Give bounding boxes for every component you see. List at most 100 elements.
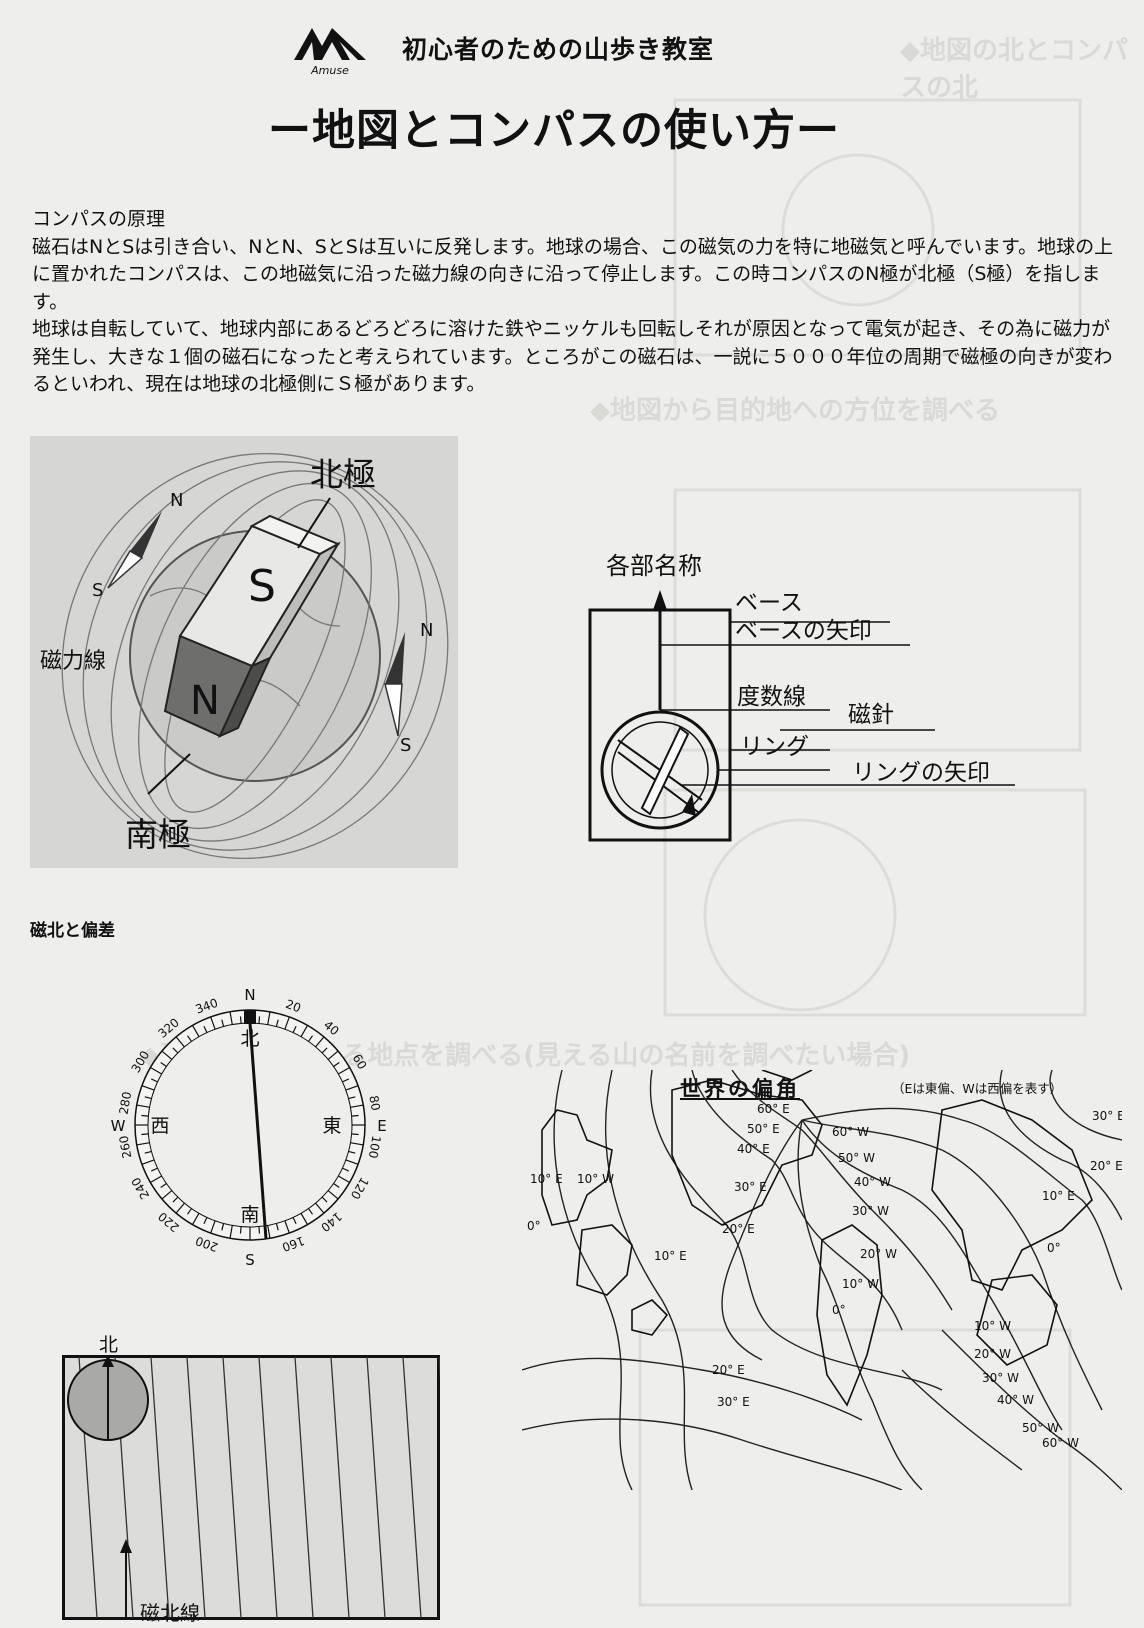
rose-tick xyxy=(141,1114,149,1117)
rose-tick xyxy=(144,1150,152,1154)
rose-tick xyxy=(203,1025,208,1033)
rose-tick xyxy=(191,1213,200,1225)
rose-tick xyxy=(342,1167,350,1172)
rose-tick xyxy=(186,1035,192,1042)
rose-tick xyxy=(210,1016,216,1030)
rose-tick xyxy=(221,1019,225,1027)
magnet-n-label: N xyxy=(190,678,220,724)
rose-tick xyxy=(275,1223,279,1231)
rose-tick xyxy=(342,1078,350,1083)
amuse-logo: Amuse xyxy=(294,28,366,77)
isogonic-label: 10° E xyxy=(530,1172,563,1186)
needle-right-s: S xyxy=(400,735,411,756)
isogonic-label: 10° W xyxy=(842,1277,879,1291)
rose-tick xyxy=(186,1208,192,1215)
magnetic-north-line xyxy=(222,1356,242,1619)
label-base: ベース xyxy=(735,590,803,616)
south-pole-arrow xyxy=(147,753,191,795)
isogonic-label: 60° E xyxy=(757,1102,790,1116)
principle-paragraph-1: 磁石はNとSは引き合い、NとN、SとSは互いに反発します。地球の場合、この磁気の… xyxy=(32,235,1114,313)
rose-tick xyxy=(267,1225,271,1239)
magnetic-north-line xyxy=(330,1356,350,1619)
isogonic-label: 30° W xyxy=(982,1371,1019,1385)
isogonic-label: 20° W xyxy=(860,1247,897,1261)
rose-degree-label: 60 xyxy=(350,1052,370,1072)
rose-tick xyxy=(221,1223,225,1231)
rose-tick xyxy=(203,1217,208,1225)
label-degree-lines: 度数線 xyxy=(737,684,806,710)
rose-tick xyxy=(150,1167,158,1172)
rose-tick xyxy=(258,1016,261,1024)
isogonic-label: 50° W xyxy=(838,1151,875,1165)
rose-tick xyxy=(136,1142,150,1146)
rose-degree-label: 20 xyxy=(284,997,303,1015)
rose-tick xyxy=(275,1019,279,1027)
north-pole-label: 北極 xyxy=(310,455,376,494)
isogonic-label: 30° W xyxy=(852,1204,889,1218)
rose-degree-label: 80 xyxy=(366,1094,382,1111)
logo-text: Amuse xyxy=(310,64,349,77)
magnetic-north-line xyxy=(294,1356,314,1619)
course-title: 初心者のための山歩き教室 xyxy=(402,35,715,64)
rose-tick xyxy=(161,1050,173,1060)
rose-tick xyxy=(284,1016,290,1030)
rose-tick xyxy=(300,1025,309,1037)
rose-tick xyxy=(210,1220,216,1234)
label-ring: リング xyxy=(740,734,809,760)
rose-tick xyxy=(333,1183,340,1189)
isogonic-label: 30° E xyxy=(717,1395,750,1409)
isogonic-label: 50° W xyxy=(1022,1421,1059,1435)
isogonic-label: 50° E xyxy=(747,1122,780,1136)
isogonic-label: 20° E xyxy=(722,1222,755,1236)
rose-tick xyxy=(150,1066,162,1075)
rose-east-kanji: 東 xyxy=(322,1115,341,1137)
rose-west-kanji: 西 xyxy=(150,1115,169,1137)
rose-tick xyxy=(258,1226,261,1234)
isogonic-label: 10° W xyxy=(974,1319,1011,1333)
magnetic-north-line xyxy=(366,1356,386,1619)
rose-tick xyxy=(345,1085,359,1091)
rose-tick xyxy=(239,1226,242,1234)
rose-tick xyxy=(141,1085,155,1091)
compass-needle-right xyxy=(384,632,405,737)
show-through-text: ◆地図から目的地への方位を調べる xyxy=(590,396,1000,426)
principle-section: コンパスの原理 磁石はNとSは引き合い、NとN、SとSは互いに反発します。地球の… xyxy=(32,206,1114,399)
rose-tick xyxy=(348,1150,356,1154)
principle-paragraph-2: 地球は自転していて、地球内部にあるどろどろに溶けた鉄やニッケルも回転しそれが原因… xyxy=(32,318,1113,395)
rose-tick xyxy=(141,1159,155,1165)
isogonic-label: 20° E xyxy=(712,1363,745,1377)
isogonic-label: 10° W xyxy=(577,1172,614,1186)
rose-tick xyxy=(292,1217,297,1225)
rose-tick xyxy=(300,1213,309,1225)
rose-tick xyxy=(136,1104,150,1108)
rose-tick xyxy=(348,1096,356,1100)
label-ring-arrow: リングの矢印 xyxy=(852,760,990,786)
rose-tick xyxy=(351,1133,359,1136)
rose-n: N xyxy=(244,986,255,1004)
declination-section-label: 磁北と偏差 xyxy=(30,921,115,941)
page-title: ー地図とコンパスの使い方ー xyxy=(268,106,840,156)
isogonic-label: 10° E xyxy=(654,1249,687,1263)
magnetic-north-line xyxy=(402,1356,422,1619)
rose-degree-label: 160 xyxy=(280,1233,306,1254)
rose-tick xyxy=(350,1142,364,1146)
rose-tick xyxy=(338,1175,350,1184)
rose-s: S xyxy=(245,1251,255,1269)
rose-tick xyxy=(172,1196,179,1203)
isogonic-label: 20° E xyxy=(1090,1159,1122,1173)
rose-tick xyxy=(229,1011,233,1025)
label-base-arrow: ベースの矢印 xyxy=(735,618,872,644)
north-pole-arrow xyxy=(297,497,331,549)
compass-needle-left xyxy=(107,511,162,589)
rose-tick xyxy=(239,1016,242,1024)
magnet-s-label: S xyxy=(248,561,276,612)
field-lines-label: 磁力線 xyxy=(40,649,106,674)
isogonic-label: 0° xyxy=(832,1303,846,1317)
magnetic-needle-icon xyxy=(640,726,690,816)
compass-parts-diagram: 各部名称 ベース ベースの矢印 度数線 磁針 リング リングの矢印 xyxy=(588,552,1015,842)
rose-tick xyxy=(229,1225,233,1239)
rose-degree-label: 260 xyxy=(117,1134,135,1159)
rose-tick xyxy=(333,1061,340,1067)
rose-tick xyxy=(160,1061,167,1067)
rose-tick xyxy=(175,1202,185,1214)
